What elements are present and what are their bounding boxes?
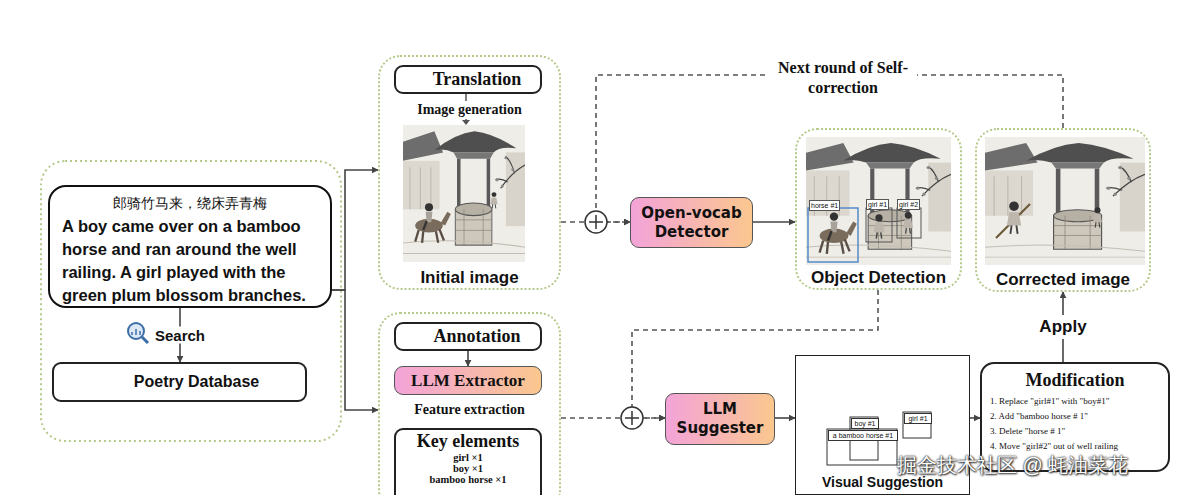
search-icon [128,323,148,343]
search-icon [132,329,140,335]
node-text: LLM Suggester [666,400,774,438]
edge-label: Next round of Self-correction [769,57,917,99]
node-body-text: 4. Move "girl#2" out of well railing [990,439,1160,454]
node-body-text: Initial image [380,268,559,288]
corrected-image [1007,201,1021,233]
corrected-image [1093,207,1102,227]
dashed-connector [561,417,665,419]
initial-image [415,203,451,243]
merge-circle [589,215,603,229]
stage-group: Image generationInitial image Translation [378,55,561,290]
node-text: Object Detection [797,268,960,288]
node-body-text: 1. Replace "girl#1" with "boy#1" [990,394,1160,409]
merge-circle [621,407,643,429]
detection-image [820,212,857,253]
edge-label: Apply [1036,315,1089,339]
node-text: 郎骑竹马来，绕床弄青梅 [62,194,318,212]
search-icon [142,337,148,343]
model-box: LLM Suggester [665,393,775,445]
node-text: Visual Suggestion [796,474,969,490]
corrected-image [985,137,1145,265]
node-text: Modification [1026,369,1125,391]
node-body-text: bamboo horse ×1 [429,474,506,485]
detection-image [806,137,951,265]
model-box: Open-vocab Detector [630,197,753,248]
node-text: Open-vocab Detector [631,204,752,242]
detection-image [897,208,921,238]
connector-arrow [332,290,378,410]
node-body-text: girl ×1 [453,452,483,463]
model-box: LLM Extractor [394,366,542,395]
step-box: Annotation [394,322,542,351]
detection-image [808,208,858,262]
input-group-outline [41,161,341,441]
layout-tag: boy #1 [851,418,879,429]
initial-image [403,125,525,262]
node-text: boy #1 [852,419,878,428]
node-text: Key elements [417,431,519,452]
connector-arrow [775,417,795,419]
watermark: 掘金技术社区 @ 蚝油菜花 [897,452,1128,479]
element-list-box: Key elementsgirl ×1boy ×1bamboo horse ×1 [394,428,542,495]
detection-image [806,137,951,265]
input-group-outline [41,161,341,441]
node-body-text: 2. Add "bamboo horse # 1" [990,409,1160,424]
initial-image [490,192,497,208]
merge-circle [585,211,643,429]
node-text: Image generation [380,102,559,118]
generation-arrow [462,120,470,125]
detection-tag: girl #1 [866,199,889,210]
stage-group: Feature extraction AnnotationLLM Extracto… [378,312,561,495]
connector-arrow [467,351,469,366]
detection-image [866,208,892,242]
search-icon [128,323,144,339]
connector-arrow [332,170,378,290]
node-text: LLM Extractor [411,371,525,391]
node-text: girl #1 [905,414,931,423]
node-text: Poetry Database [100,373,259,391]
node-text: a bamboo horse #1 [829,431,897,440]
layout-boxes [903,412,931,438]
detection-tag: horse #1 [809,200,840,211]
node-body-text: A boy came over on a bamboo horse and ra… [62,215,318,307]
image-group: Corrected image [975,128,1151,292]
poem-box: 郎骑竹马来，绕床弄青梅 A boy came over on a bamboo h… [48,185,332,308]
detection-tag: girl #2 [897,199,920,210]
initial-image [403,125,525,262]
database-box: Poetry Database [52,362,307,402]
node-body-text: boy ×1 [453,463,483,474]
edge-label: Search [153,327,207,344]
detection-image [874,214,885,238]
merge-circle [585,211,607,233]
node-text: Corrected image [977,270,1149,290]
node-text: Translation [415,69,522,90]
detection-image [903,212,913,234]
layout-tag: girl #1 [904,413,932,424]
step-box: Translation [394,65,542,94]
layout-boxes [827,429,897,465]
connector-arrow [970,417,980,419]
node-text: Annotation [415,326,520,347]
layout-tag: a bamboo horse #1 [828,430,898,441]
corrected-image [985,137,1145,265]
node-body-text: 3. Delete "horse # 1" [990,424,1160,439]
merge-circle [625,411,639,425]
connector-arrow [753,221,795,223]
node-text: Feature extraction [380,402,559,418]
